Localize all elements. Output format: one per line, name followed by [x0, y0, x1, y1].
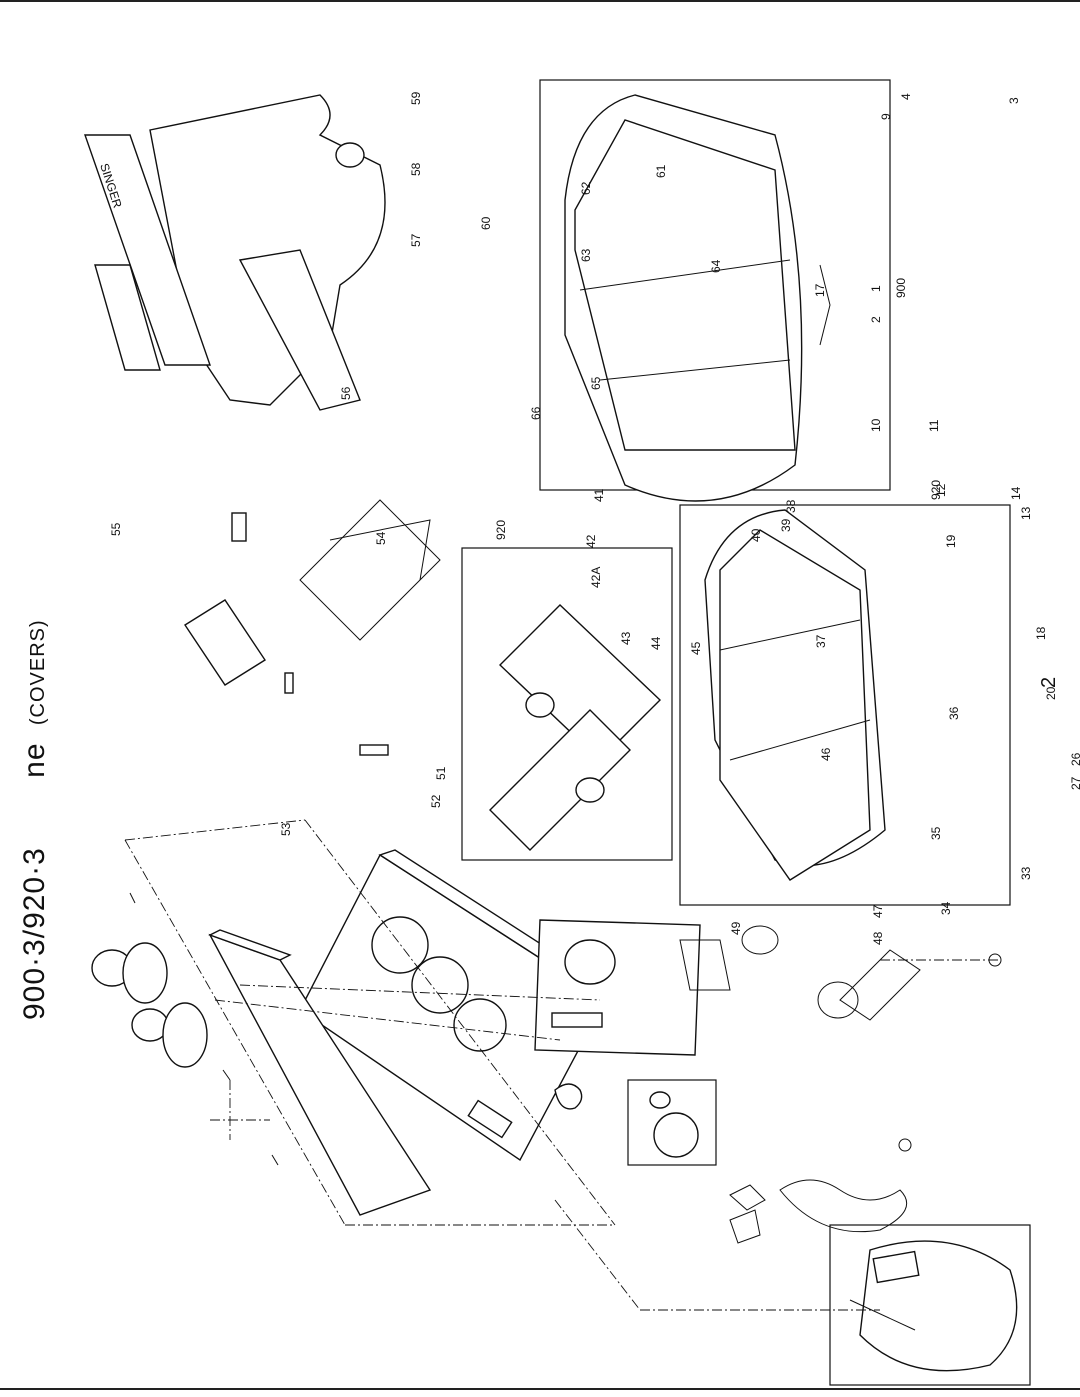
top-border [0, 0, 1080, 2]
callout-49: 49 [729, 921, 743, 935]
callout-45: 45 [689, 641, 703, 655]
callout-4: 4 [899, 93, 913, 100]
callout-61: 61 [654, 164, 668, 178]
callout-33: 33 [1019, 866, 1033, 880]
callout-42: 42 [584, 534, 598, 548]
callout-46: 46 [819, 747, 833, 761]
callout-38: 38 [784, 499, 798, 513]
model-920-label: 920 [929, 480, 943, 500]
bracket-900 [819, 264, 831, 346]
callout-19: 19 [944, 534, 958, 548]
callout-13: 13 [1019, 506, 1033, 520]
callout-39: 39 [779, 518, 793, 532]
callout-40: 40 [749, 528, 763, 542]
callout-51: 51 [434, 766, 448, 780]
callout-17: 17 [813, 283, 827, 297]
callout-1: 1 [869, 285, 883, 292]
callout-34: 34 [939, 901, 953, 915]
callout-66: 66 [529, 406, 543, 420]
callout-47: 47 [871, 904, 885, 918]
callout-14: 14 [1009, 486, 1023, 500]
bottom-border [0, 1388, 1080, 1390]
callout-59: 59 [409, 91, 423, 105]
knob-box [627, 1079, 717, 1166]
front-cover-parts: SINGER [84, 94, 386, 411]
callout-54: 54 [374, 531, 388, 545]
callout-35: 35 [929, 826, 943, 840]
callout-36: 36 [947, 706, 961, 720]
callout-18: 18 [1034, 626, 1048, 640]
assembly-guide-lines [124, 819, 1000, 1311]
front-housing-box [829, 1224, 1031, 1386]
callout-37: 37 [814, 634, 828, 648]
callout-48: 48 [871, 931, 885, 945]
callout-44: 44 [649, 636, 663, 650]
callout-62: 62 [579, 181, 593, 195]
callout-27: 27 [1069, 776, 1080, 790]
callout-labels: 1234567891011121314151617181920212223242… [109, 91, 1080, 945]
model-920-inset-label: 920 [494, 520, 508, 540]
callout-11: 11 [927, 419, 941, 432]
callout-42a: 42A [589, 567, 603, 588]
callout-55: 55 [109, 522, 123, 536]
callout-58: 58 [409, 162, 423, 176]
inset-920-parts [461, 547, 673, 861]
callout-43: 43 [619, 631, 633, 645]
callout-9: 9 [879, 113, 893, 120]
callout-57: 57 [409, 233, 423, 247]
linkage-parts [679, 925, 1002, 1244]
callout-52: 52 [429, 794, 443, 808]
callout-56: 56 [339, 386, 353, 400]
callout-20: 20 [1044, 686, 1058, 700]
callout-3: 3 [1007, 97, 1021, 104]
callout-12: 12 [934, 483, 948, 497]
callout-2: 2 [869, 316, 883, 323]
base-920-box [679, 504, 1011, 906]
face-plate-assembly [91, 849, 701, 1216]
callout-60: 60 [479, 216, 493, 230]
callout-63: 63 [579, 248, 593, 262]
callout-41: 41 [592, 488, 606, 502]
callout-65: 65 [589, 376, 603, 390]
callout-64: 64 [709, 259, 723, 273]
top-cover-plate-parts [184, 499, 441, 756]
callout-53: 53 [279, 822, 293, 836]
callout-10: 10 [869, 418, 883, 432]
model-900-label: 900 [894, 278, 908, 298]
callout-26: 26 [1069, 752, 1080, 766]
